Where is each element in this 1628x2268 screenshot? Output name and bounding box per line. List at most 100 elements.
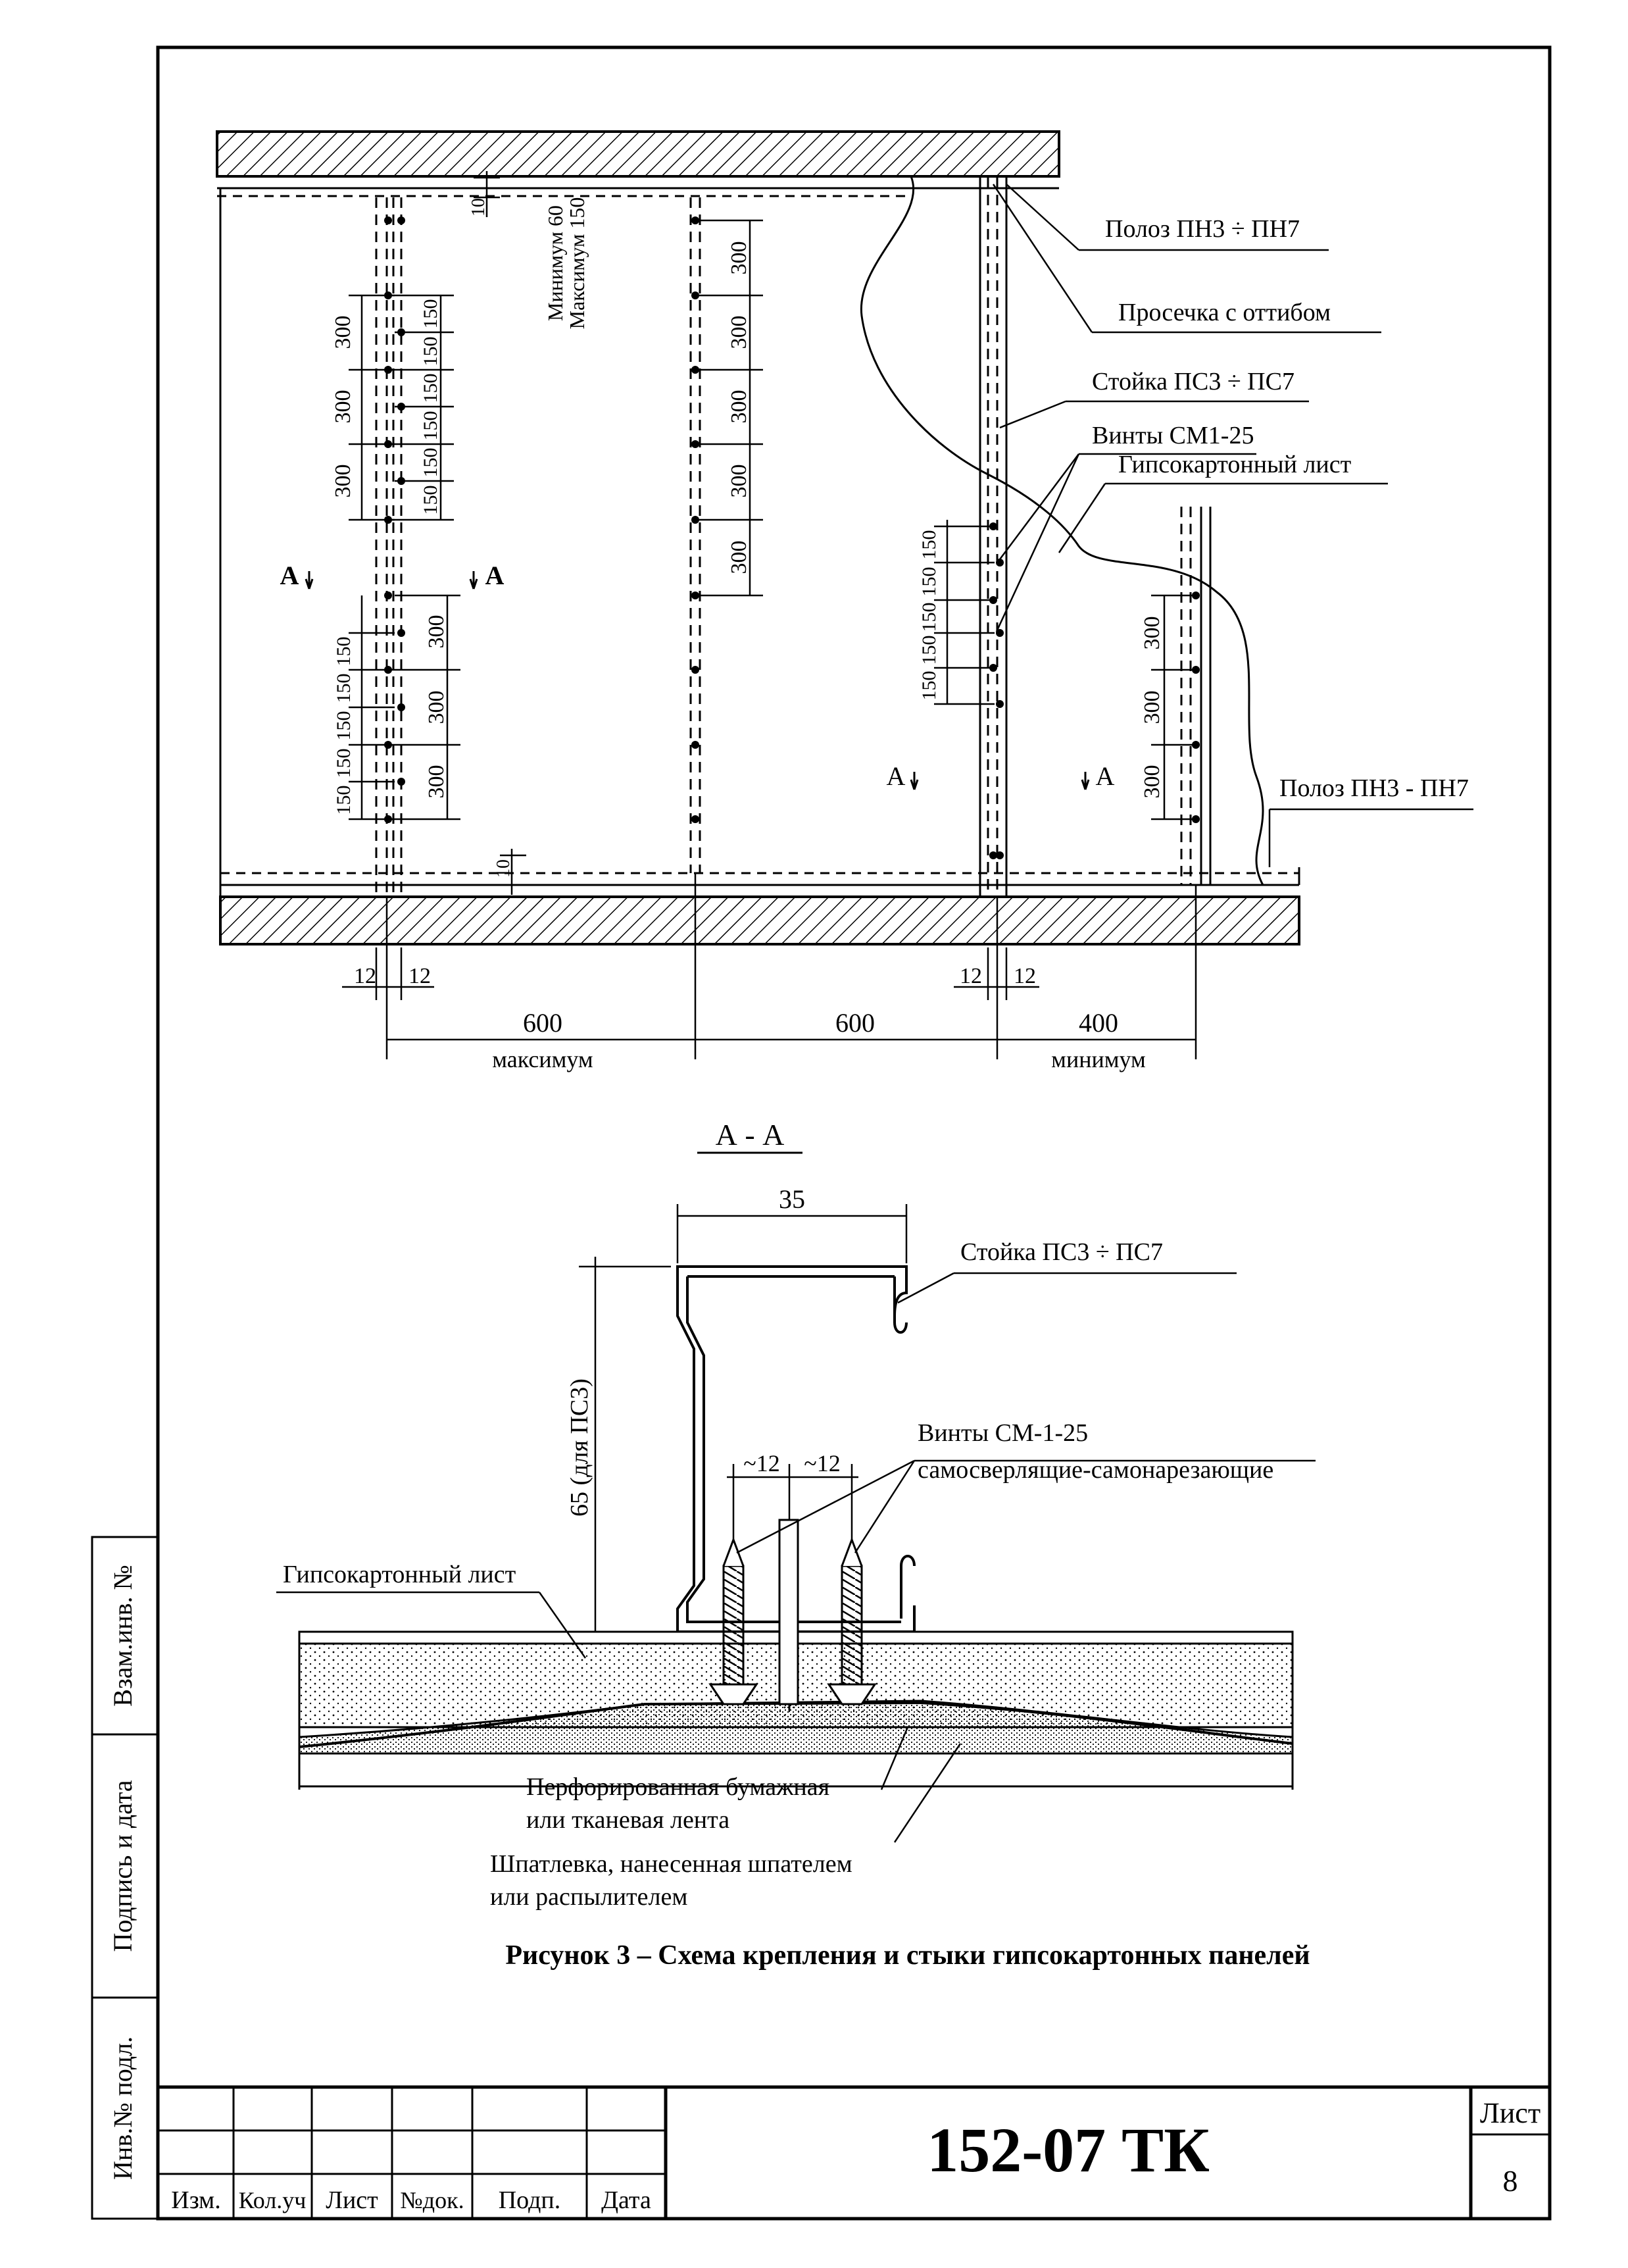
dim-150: 150 [333,711,355,741]
span-note: максимум [492,1046,593,1072]
callout-track-bottom: Полоз ПН3 - ПН7 [1279,774,1469,802]
title-block-grid [158,2085,1550,2219]
span-value: 600 [523,1008,562,1038]
dim-150: 150 [918,567,940,597]
section-label-a: A [280,561,299,590]
stud-4 [1180,507,1212,885]
section-callout-screws-type: самосверлящие-самонарезающие [918,1456,1273,1484]
dim-chain-stud-1-150 [388,294,454,521]
sheet-label: Лист [1480,2097,1541,2129]
side-stamp [91,1536,159,2220]
dim-chain-stud-2 [697,219,763,597]
dim-150: 150 [420,337,441,366]
dim-150: 150 [333,749,355,778]
col-date: Дата [601,2186,651,2214]
col-sign: Подп. [499,2186,561,2214]
edge-gap-top: 10 [468,198,489,216]
col-change: Изм. [171,2186,220,2214]
dim-300: 300 [424,765,449,799]
figure-caption: Рисунок 3 – Схема крепления и стыки гипс… [505,1940,1310,1971]
dim-300: 300 [424,691,449,724]
section-callout-board: Гипсокартонный лист [283,1561,516,1588]
dim-300: 300 [727,241,751,275]
offset-12: 12 [960,964,982,988]
dim-150: 150 [420,299,441,329]
dim-300: 300 [727,541,751,574]
stamp-original-inv: Инв.№ подл. [108,2036,137,2180]
stamp-replaced-inv: Взам.инв. № [108,1565,137,1706]
edge-gap-dims [474,171,526,895]
dim-150: 150 [918,603,940,632]
dim-150: 150 [420,448,441,478]
callout-stud: Стойка ПС3 ÷ ПС7 [1092,368,1295,395]
stud-2 [689,197,701,873]
stud-3 [979,178,1008,897]
callout-notch: Просечка с оттибом [1118,299,1331,326]
dim-chain-stud-4 [1151,594,1197,820]
elevation-view: 300 300 300 150 150 150 150 150 150 150 … [216,130,1473,1072]
section-label-a: A [1096,761,1115,791]
offset-12: 12 [1014,964,1036,988]
floor-slab [219,895,1300,945]
screw-left [708,1536,758,1705]
col-doc: №док. [400,2187,464,2213]
profile-height-dim: 65 (для ПС3) [566,1378,593,1517]
dim-300: 300 [727,390,751,424]
span-value: 400 [1079,1008,1118,1038]
dim-150: 150 [420,374,441,403]
break-line [860,176,1264,886]
dim-chain-stud-1-lower [349,594,460,820]
dim-150: 150 [333,637,355,667]
bottom-track [220,867,1300,898]
dim-150: 150 [333,786,355,815]
span-dims [342,873,1197,1059]
screw-dots-stud-2 [691,216,699,823]
section-callout-tape: Перфорированная бумажная [526,1773,829,1801]
dim-300: 300 [1140,765,1164,799]
callout-board: Гипсокартонный лист [1118,451,1352,478]
screw-dots-stud-4 [1192,592,1200,823]
sheet-frame [156,45,1552,2221]
dim-300: 300 [727,465,751,498]
spacing-max: Максимум 150 [565,197,589,330]
screw-gap: ~12 [804,1450,840,1476]
screw-right [827,1536,877,1705]
section-view: А - А 35 65 (для ПС3) ~12 ~12 [276,1118,1316,1911]
section-label-a: A [887,761,906,791]
section-callout-putty: Шпатлевка, нанесенная шпателем [490,1850,852,1878]
dim-150: 150 [918,530,940,560]
dim-150: 150 [333,674,355,703]
spacing-min: Минимум 60 [543,205,567,321]
offset-12: 12 [354,964,376,988]
sheet-number: 8 [1503,2164,1518,2198]
callout-leaders [992,184,1473,867]
section-title: А - А [716,1118,785,1151]
section-leaders [276,1272,1316,1843]
span-value: 600 [835,1008,875,1038]
stud-profile-inner [686,1275,908,1623]
callout-track-top: Полоз ПН3 ÷ ПН7 [1105,215,1300,243]
col-sheet: Лист [326,2186,378,2214]
section-callout-putty-2: или распылителем [490,1883,687,1911]
offset-12: 12 [408,964,431,988]
ceiling-slab [216,130,1060,178]
section-callout-tape-2: или тканевая лента [526,1806,729,1834]
section-label-a: A [485,561,505,590]
section-marker-left-a [305,571,1090,790]
section-callout-screws: Винты СМ-1-25 [918,1419,1088,1447]
document-code: 152-07 ТК [927,2115,1210,2185]
dim-300: 300 [727,316,751,349]
dim-300: 300 [331,390,355,424]
dim-150: 150 [918,636,940,665]
profile-width-dim: 35 [779,1184,805,1214]
dim-150: 150 [420,486,441,515]
screw-dots-stud-3 [989,522,1004,859]
dim-300: 300 [331,316,355,349]
span-note: минимум [1051,1046,1146,1072]
stud-web-tab [778,1519,799,1705]
section-callout-stud: Стойка ПС3 ÷ ПС7 [960,1238,1163,1266]
dim-300: 300 [1140,617,1164,650]
stamp-signature-date: Подпись и дата [108,1780,137,1952]
dim-300: 300 [1140,691,1164,724]
